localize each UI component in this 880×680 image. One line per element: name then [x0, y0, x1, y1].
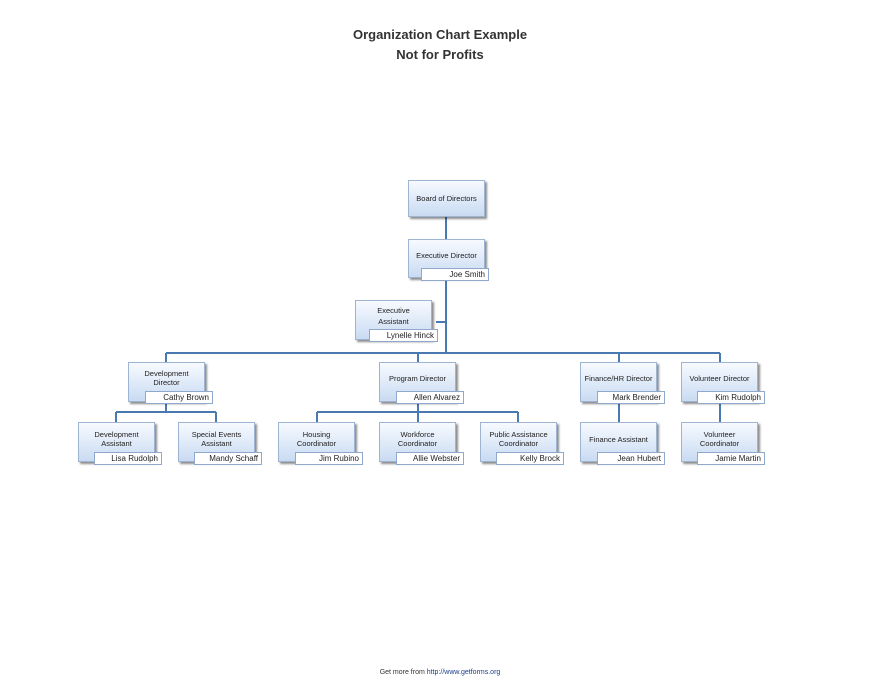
node-name-finance-assistant: Jean Hubert: [597, 452, 665, 465]
footer-prefix: Get more from: [379, 669, 425, 676]
node-role-line2: Director: [153, 378, 180, 387]
node-role: Volunteer Director: [689, 374, 750, 383]
chart-title: Organization Chart Example: [352, 27, 528, 42]
node-name-program-director: Allen Alvarez: [396, 391, 464, 404]
footer-link[interactable]: http://www.getforms.org: [426, 669, 501, 676]
node-role-line1: Development: [94, 430, 139, 439]
node-role: Finance Assistant: [589, 435, 648, 444]
node-role: Program Director: [388, 374, 447, 383]
node-name-development-director: Cathy Brown: [145, 391, 213, 404]
node-role-line2: Coordinator: [498, 439, 539, 448]
node-name-public-assistance-coordinator: Kelly Brock: [496, 452, 564, 465]
node-role: Executive Director: [416, 251, 477, 260]
node-name-housing-coordinator: Jim Rubino: [295, 452, 363, 465]
node-role-line2: Coordinator: [397, 439, 438, 448]
node-name-executive-director: Joe Smith: [421, 268, 489, 281]
node-name-volunteer-coordinator: Jamie Martin: [697, 452, 765, 465]
node-name-development-assistant: Lisa Rudolph: [94, 452, 162, 465]
node-role-line2: Assistant: [101, 439, 132, 448]
node-role-line1: Volunteer: [703, 430, 736, 439]
node-role-line1: Workforce: [400, 430, 435, 439]
node-role-line2: Assistant: [201, 439, 232, 448]
node-role-line2: Assistant: [378, 317, 409, 326]
node-role-line1: Public Assistance: [489, 430, 548, 439]
node-name-volunteer-director: Kim Rudolph: [697, 391, 765, 404]
footer: Get more from http://www.getforms.org: [0, 669, 880, 676]
node-name-workforce-coordinator: Allie Webster: [396, 452, 464, 465]
node-role: Finance/HR Director: [584, 374, 653, 383]
node-role-line2: Coordinator: [296, 439, 337, 448]
node-role-line1: Development: [144, 369, 189, 378]
node-role-line2: Coordinator: [699, 439, 740, 448]
node-name-finance-hr-director: Mark Brender: [597, 391, 665, 404]
node-name-special-events-assistant: Mandy Schaff: [194, 452, 262, 465]
node-role-line1: Housing: [302, 430, 331, 439]
node-role-line1: Executive: [377, 306, 410, 315]
node-role: Board of Directors: [416, 194, 477, 203]
node-role-line1: Special Events: [191, 430, 242, 439]
chart-subtitle: Not for Profits: [396, 47, 484, 62]
node-board-of-directors: Board of Directors: [408, 180, 485, 217]
node-name-executive-assistant: Lynelle Hinck: [369, 329, 438, 342]
